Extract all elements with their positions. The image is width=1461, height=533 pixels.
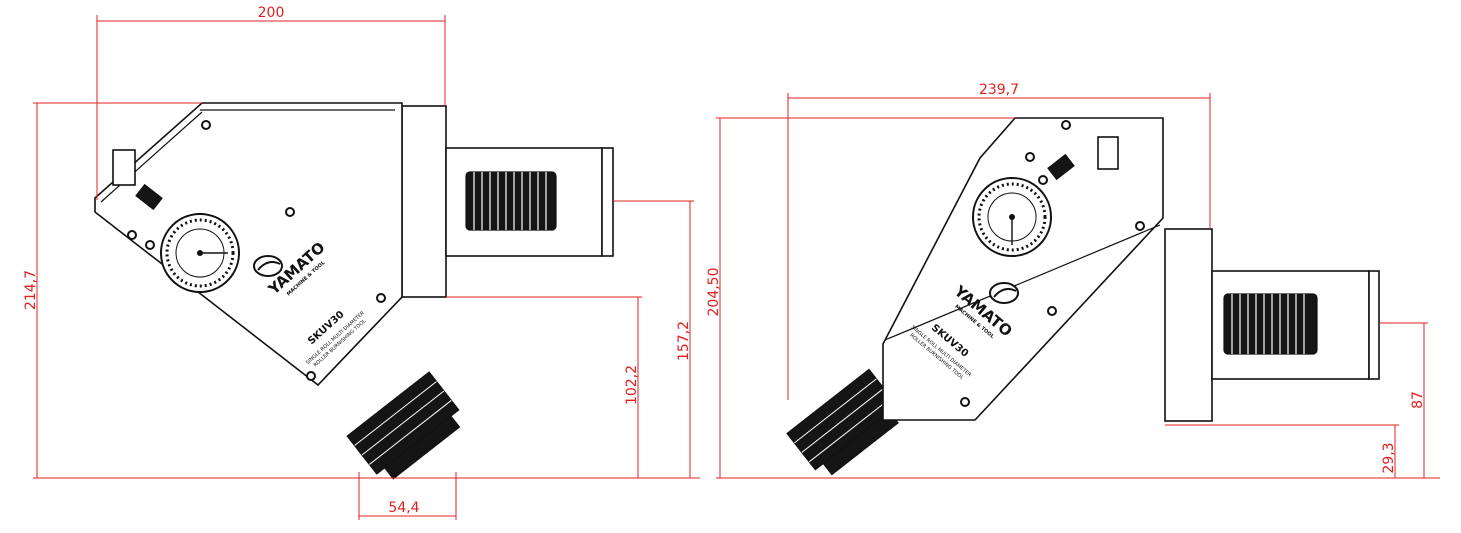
left-dim-214-7: 214,7 [23, 270, 39, 310]
left-dim-54-4: 54,4 [388, 500, 419, 516]
right-thread-lines [1231, 294, 1305, 354]
left-screw-5 [127, 230, 137, 240]
right-shank-thread [1223, 293, 1318, 355]
right-logo-icon [989, 282, 1019, 304]
right-screw-4 [1047, 306, 1057, 316]
right-adjuster [1097, 136, 1119, 170]
right-dimensions: 239,7 204,50 87 29,3 [706, 82, 1440, 479]
right-view: YAMATO MACHINE & TOOL SKUV30 SINGLE ROLL… [706, 82, 1440, 479]
right-adjuster-spring [1047, 153, 1075, 181]
right-screw-5 [960, 397, 970, 407]
right-roller-head [786, 368, 899, 476]
right-dial [972, 177, 1052, 257]
right-dim-239-7: 239,7 [979, 82, 1019, 98]
right-screw-3 [1135, 221, 1145, 231]
left-screw-6 [145, 240, 155, 250]
left-dim-200: 200 [258, 5, 285, 21]
left-view: YAMATO MACHINE & TOOL SKUV30 SINGLE ROLL… [23, 5, 700, 520]
right-shank-end [1368, 270, 1380, 380]
right-flange [1164, 228, 1213, 422]
left-screw-2 [285, 207, 295, 217]
left-roller-disc [383, 415, 461, 480]
left-flange [401, 105, 447, 298]
left-dial [160, 213, 240, 293]
right-screw-2 [1025, 152, 1035, 162]
right-screw-1 [1061, 120, 1071, 130]
left-screw-1 [201, 120, 211, 130]
left-logo-icon [253, 255, 283, 277]
right-dim-204-50: 204,50 [706, 268, 722, 317]
left-body [94, 102, 403, 387]
left-adjuster-spring [135, 183, 163, 211]
left-shank-end [601, 147, 614, 257]
left-screw-3 [376, 293, 386, 303]
left-screw-4 [306, 371, 316, 381]
left-thread-lines [473, 172, 547, 230]
right-dim-87: 87 [1410, 391, 1426, 409]
right-dim-29-3: 29,3 [1381, 442, 1397, 473]
left-dim-157-2: 157,2 [676, 321, 692, 361]
left-shank-thread [465, 171, 557, 231]
left-dimensions: 200 214,7 157,2 102,2 54,4 [23, 5, 700, 520]
left-adjuster [112, 149, 136, 186]
right-body [882, 117, 1164, 421]
left-dim-102-2: 102,2 [624, 365, 640, 405]
right-screw-6 [1038, 175, 1048, 185]
left-roller-head [346, 371, 461, 480]
